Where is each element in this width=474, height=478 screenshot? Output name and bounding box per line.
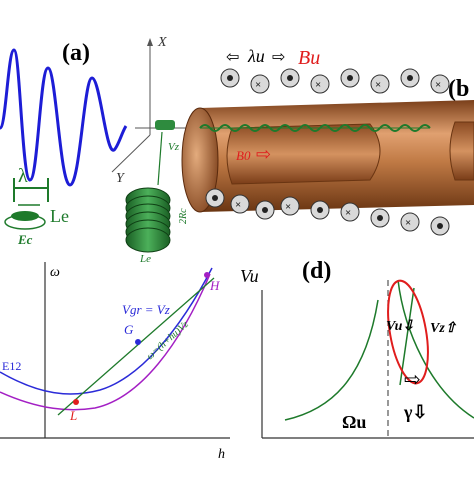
h-axis-label: h [218,447,225,462]
b0-label: B0 [236,148,251,163]
point-G-label: G [124,322,134,337]
e12-label: E12 [2,359,21,373]
vz-up-label: Vz⇧ [430,321,457,336]
electron-bunch [11,211,39,221]
axis-x-label: X [157,35,167,50]
svg-text:×: × [405,217,411,229]
vz-pointer [157,131,163,186]
vu-curve-right [397,279,474,419]
ec-label: Ec [17,232,33,247]
helical-coil [125,187,171,253]
svg-text:×: × [235,199,241,211]
point-H [204,272,210,278]
electron-waveform [0,48,128,187]
coil-le-label: Le [139,253,151,265]
vu-curve-left [284,299,379,421]
panel-b: × × × × ⇦ λu ⇨ Bu (b B0 ⇨ × × [181,46,474,236]
panel-a-label: (a) [62,40,90,66]
omega-axis-label: ω [50,265,60,280]
svg-text:×: × [435,79,441,91]
lambda-u-right-arrow: ⇨ [272,49,285,66]
lambda-u-left-arrow: ⇦ [226,49,239,66]
lower-dispersion-curve [0,273,211,411]
electron-bunch-outline [4,214,46,230]
highlight-ellipse [387,279,429,385]
magnet-row-top: × × × × [220,68,450,94]
magnet-row-bottom: × × × × [205,188,450,236]
vu-down-label: Vu⇩ [386,319,414,334]
upper-dispersion-curve [0,267,213,395]
point-L-label: L [69,408,77,423]
bu-label: Bu [298,47,320,69]
b0-arrow: ⇨ [256,144,271,164]
panel-a: (a) λ Le Ec X Y Vz 2Rc Le [0,35,200,265]
vu-axis-label: Vu [240,266,259,286]
panel-c: ω h G H L Vgr = Vz E12 ω=(h+hu)Vz [0,262,230,462]
emitter [155,120,175,130]
vz-curve [399,287,415,386]
gamma-label: γ⇩ [403,402,428,422]
inner-channel [226,123,381,185]
vgr-label: Vgr = Vz [122,302,170,317]
coil-2rc-label: 2Rc [178,208,189,224]
omega-u-label: Ωu [342,412,366,432]
inner-channel-2 [449,121,474,181]
svg-text:×: × [345,207,351,219]
panel-b-label: (b [448,76,469,102]
svg-text:×: × [375,79,381,91]
svg-text:×: × [285,201,291,213]
lambda-u-label: λu [247,46,265,66]
beam-line-label: ω=(h+hu)Vz [145,319,191,362]
panel-d-label: (d) [302,258,331,284]
panel-d: Vu (d) Ωu Vu⇩ Vz⇧ ⇨ γ⇩ [240,258,474,439]
point-H-label: H [209,278,220,293]
svg-text:×: × [315,79,321,91]
lambda-label: λ [18,165,28,187]
axis-y-label: Y [116,171,126,186]
point-G [135,339,141,345]
axis-x-arrow [147,38,153,46]
tube-end-cap [181,107,219,213]
beam-line [57,277,215,416]
svg-text:×: × [255,79,261,91]
le-label: Le [50,206,69,226]
point-L [73,399,79,405]
vz-label: Vz [168,141,180,153]
electron-helix [199,124,431,132]
right-arrow: ⇨ [404,369,421,391]
axis-y-line [111,134,151,173]
